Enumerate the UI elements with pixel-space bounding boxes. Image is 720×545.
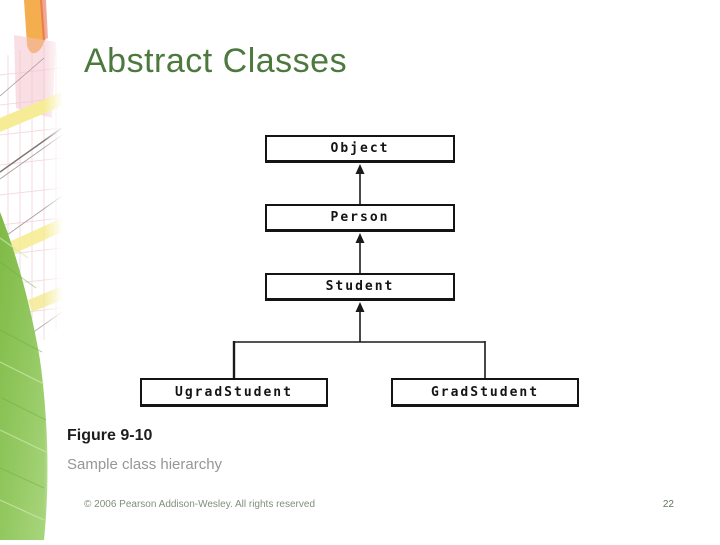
class-label-object: Object [330, 141, 390, 156]
figure-description: Sample class hierarchy [67, 456, 223, 473]
class-box-person: Person [265, 204, 455, 232]
slide-title: Abstract Classes [84, 42, 348, 80]
figure-label: Figure 9-10 [67, 427, 153, 444]
side-art-graphic [0, 0, 63, 540]
class-label-ugradstudent: UgradStudent [175, 384, 293, 400]
class-label-student: Student [325, 279, 395, 294]
class-box-student: Student [265, 273, 455, 301]
page-number: 22 [662, 499, 674, 510]
decorative-side-art [0, 0, 63, 540]
copyright-text: © 2006 Pearson Addison-Wesley. All right… [84, 499, 316, 510]
class-box-ugradstudent: UgradStudent [140, 378, 328, 407]
class-hierarchy-diagram: Object Person Student UgradStudent GradS… [135, 128, 585, 412]
inheritance-arrows [232, 164, 486, 379]
class-box-gradstudent: GradStudent [391, 378, 579, 407]
class-box-object: Object [265, 135, 455, 163]
class-label-person: Person [330, 210, 390, 225]
class-label-gradstudent: GradStudent [430, 384, 540, 400]
